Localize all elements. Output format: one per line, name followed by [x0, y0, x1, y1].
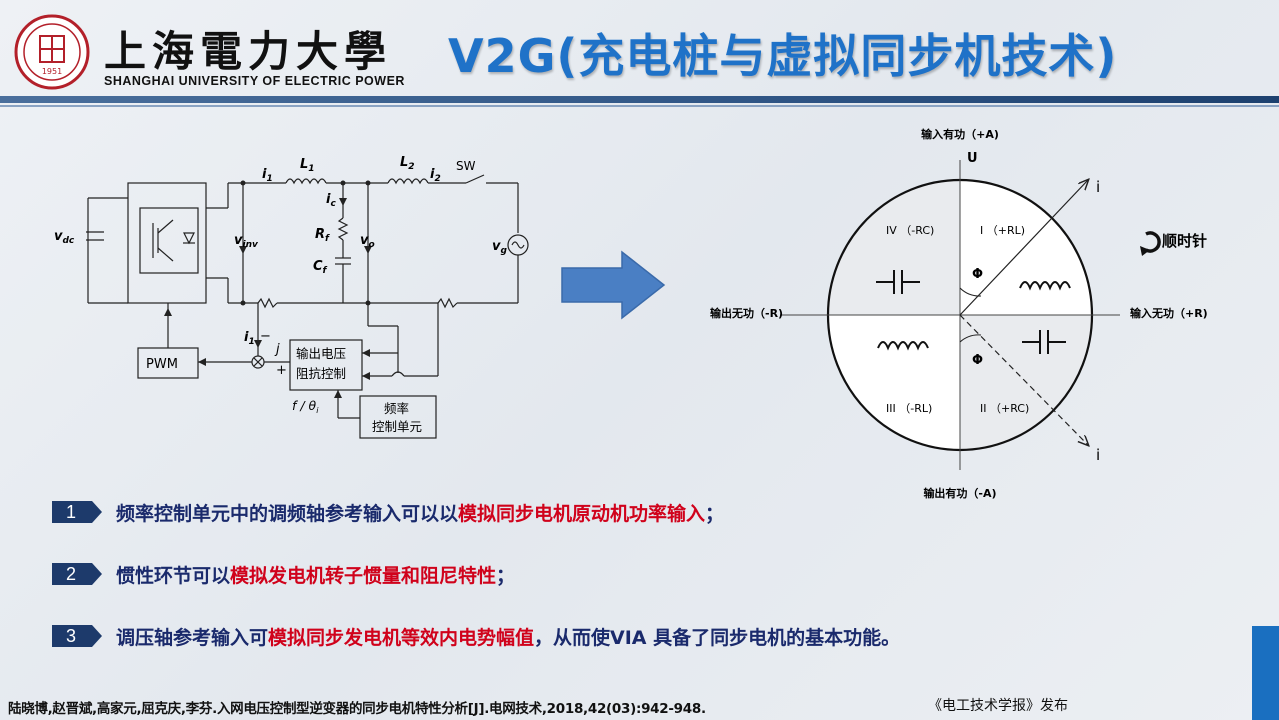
four-quadrant-phasor-diagram: 输入有功（+A) 输出有功（-A) 输出无功（-R) 输入无功（+R) U i …	[710, 127, 1208, 500]
bullet-item-2: 2 惯性环节可以模拟发电机转子惯量和阻尼特性；	[52, 559, 515, 589]
citation-reference: 陆晓博,赵晋斌,高家元,屈克庆,李芬.入网电压控制型逆变器的同步电机特性分析[J…	[8, 701, 706, 717]
label-L2: L2	[400, 155, 415, 172]
bullet-text: 调压轴参考输入可模拟同步发电机等效内电势幅值，从而使VIA 具备了同步电机的基本…	[116, 626, 901, 649]
pwm-label: PWM	[146, 357, 178, 372]
quadrant-2-label: II （+RC)	[980, 402, 1029, 415]
bullet-item-3: 3 调压轴参考输入可模拟同步发电机等效内电势幅值，从而使VIA 具备了同步电机的…	[52, 621, 900, 651]
clockwise-label: 顺时针	[1162, 232, 1207, 250]
seal-year: 1951	[42, 67, 62, 76]
axis-label-top: 输入有功（+A)	[921, 127, 999, 141]
bullet-item-1: 1 频率控制单元中的调频轴参考输入可以以模拟同步电机原动机功率输入；	[52, 497, 724, 527]
label-plus: +	[276, 363, 287, 378]
label-L1: L1	[300, 157, 315, 174]
publisher-credit: 《电工技术学报》发布	[928, 698, 1068, 714]
clockwise-rotation-icon	[1140, 231, 1161, 256]
label-minus: −	[260, 329, 271, 344]
label-Rf: Rf	[315, 227, 330, 244]
phi-angle-upper: Φ	[972, 267, 983, 282]
corner-accent-bar	[1252, 626, 1279, 720]
right-arrow-icon	[561, 250, 666, 320]
bullet-text: 频率控制单元中的调频轴参考输入可以以模拟同步电机原动机功率输入；	[116, 502, 725, 525]
label-Cf: Cf	[313, 259, 328, 276]
label-ic: ic	[326, 192, 336, 209]
bullet-number-badge: 3	[52, 625, 110, 647]
bullet-text: 惯性环节可以模拟发电机转子惯量和阻尼特性；	[116, 564, 516, 587]
current-label-upper: i	[1096, 178, 1100, 196]
page-title: V2G(充电桩与虚拟同步机技术)	[448, 29, 1118, 83]
label-sw: SW	[456, 159, 476, 173]
label-i2: i2	[430, 167, 441, 184]
label-vo: vo	[360, 233, 375, 250]
voltage-control-box-line2: 阻抗控制	[296, 366, 346, 381]
university-seal-logo: 1951	[14, 14, 90, 90]
header-divider	[0, 96, 1279, 103]
bullet-number-badge: 2	[52, 563, 110, 585]
freq-control-box-line2: 控制单元	[372, 419, 422, 434]
label-f-theta: f / θi	[292, 398, 319, 415]
axis-label-left: 输出无功（-R)	[710, 306, 783, 320]
label-j: j	[274, 342, 280, 357]
axis-label-bottom: 输出有功（-A)	[923, 486, 996, 500]
voltage-phasor-label: U	[967, 151, 978, 166]
label-vdc: vdc	[54, 229, 75, 246]
freq-control-box-line1: 频率	[384, 401, 409, 416]
current-label-lower: i	[1096, 446, 1100, 464]
university-name-chinese: 上海電力大學	[104, 27, 393, 76]
header-divider-thin	[0, 105, 1279, 107]
label-i1: i1	[262, 167, 273, 184]
axis-label-right: 输入无功（+R)	[1130, 306, 1208, 320]
label-i1-feedback: i1	[244, 330, 255, 347]
university-name-english: SHANGHAI UNIVERSITY OF ELECTRIC POWER	[104, 74, 405, 88]
phi-angle-lower: Φ	[972, 353, 983, 368]
voltage-control-box-line1: 输出电压	[296, 346, 346, 361]
label-vg: vg	[492, 239, 507, 256]
bullet-number-badge: 1	[52, 501, 110, 523]
quadrant-3-label: III （-RL)	[886, 402, 932, 415]
quadrant-1-label: I （+RL)	[980, 224, 1025, 237]
quadrant-4-label: IV （-RC)	[886, 224, 934, 237]
inverter-circuit-diagram: vdc vinv i1 L1 ic Rf Cf vo L2 i2 SW vg P…	[54, 155, 529, 439]
label-vinv: vinv	[234, 233, 259, 250]
